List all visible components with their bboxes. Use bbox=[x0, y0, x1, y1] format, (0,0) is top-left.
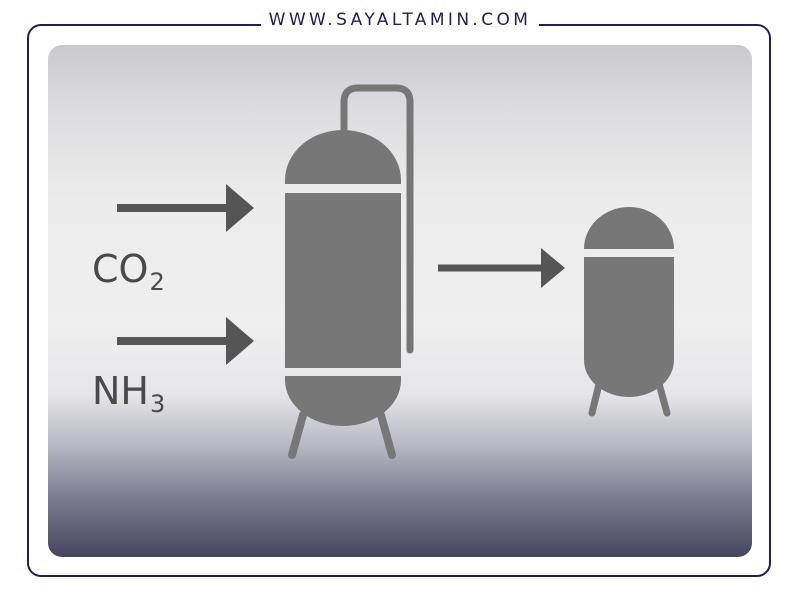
co2-formula: CO bbox=[92, 247, 149, 291]
nh3-feed-arrow bbox=[117, 317, 254, 365]
product-tank bbox=[584, 207, 674, 417]
co2-feed-arrow bbox=[117, 184, 254, 232]
transfer-arrow bbox=[438, 248, 565, 288]
nh3-label: NH3 bbox=[92, 372, 165, 416]
co2-label: CO2 bbox=[92, 250, 165, 294]
nh3-formula: NH bbox=[92, 369, 149, 413]
co2-subscript: 2 bbox=[149, 268, 165, 296]
nh3-subscript: 3 bbox=[150, 390, 166, 418]
reactor-vessel bbox=[285, 84, 414, 459]
